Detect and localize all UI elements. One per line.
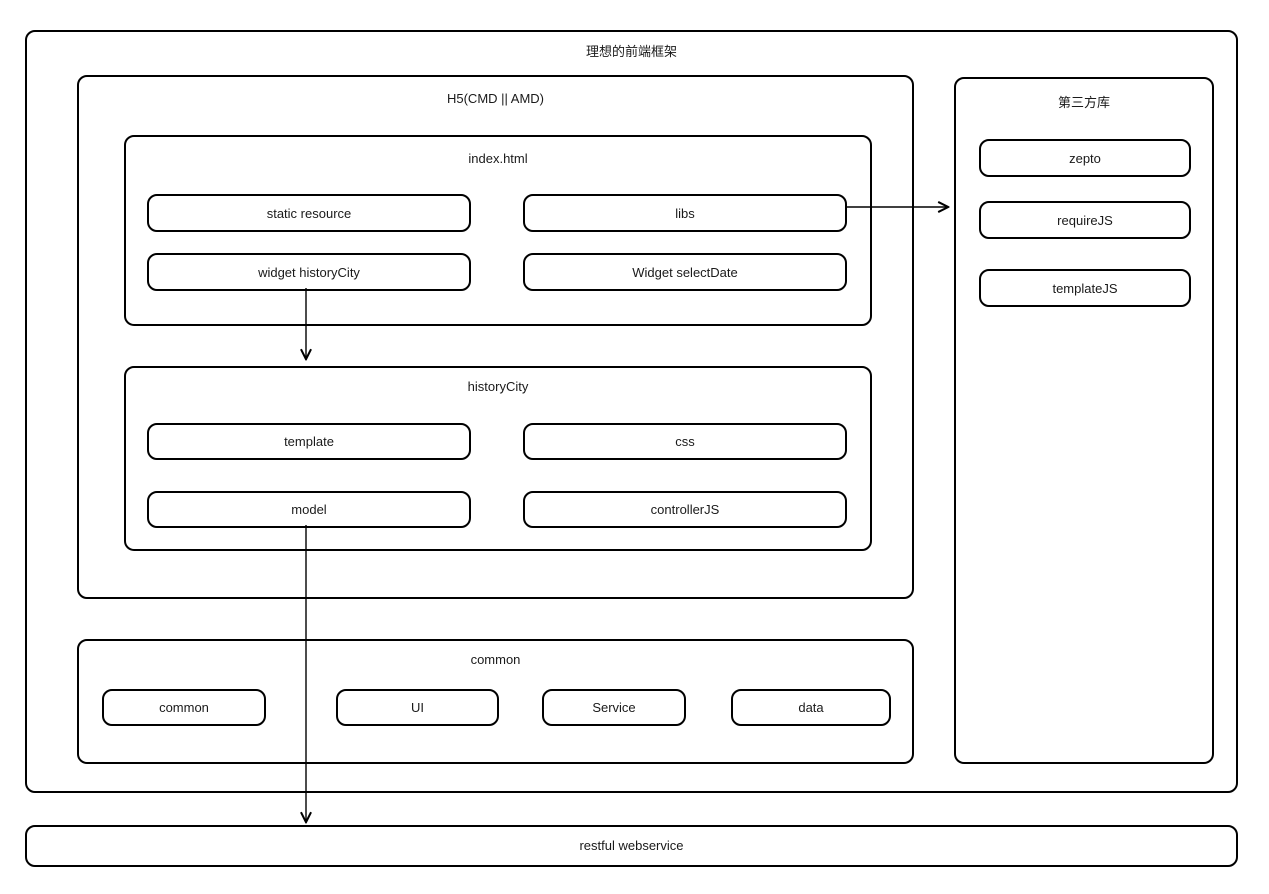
third-party-container: 第三方库 zepto requireJS templateJS (954, 77, 1214, 764)
history-city-title: historyCity (467, 379, 529, 394)
node-ui: UI (336, 689, 499, 726)
node-widget-selectdate: Widget selectDate (523, 253, 847, 291)
node-widget-historycity: widget historyCity (147, 253, 471, 291)
common-container-title: common (470, 652, 521, 667)
restful-webservice-label: restful webservice (579, 838, 684, 853)
node-requirejs: requireJS (979, 201, 1191, 239)
h5-container: H5(CMD || AMD) index.html static resourc… (77, 75, 914, 599)
node-libs: libs (523, 194, 847, 232)
node-template: template (147, 423, 471, 460)
node-static-resource: static resource (147, 194, 471, 232)
history-city-container: historyCity template css model controlle… (124, 366, 872, 551)
outer-frame: 理想的前端框架 H5(CMD || AMD) index.html static… (25, 30, 1238, 793)
node-templatejs: templateJS (979, 269, 1191, 307)
node-common: common (102, 689, 266, 726)
common-container: common common UI Service data (77, 639, 914, 764)
node-service: Service (542, 689, 686, 726)
index-html-container: index.html static resource libs widget h… (124, 135, 872, 326)
node-zepto: zepto (979, 139, 1191, 177)
index-html-title: index.html (468, 151, 528, 166)
outer-frame-title: 理想的前端框架 (585, 44, 677, 59)
node-model: model (147, 491, 471, 528)
third-party-title: 第三方库 (1057, 95, 1110, 110)
node-css: css (523, 423, 847, 460)
node-controllerjs: controllerJS (523, 491, 847, 528)
restful-webservice-node: restful webservice (25, 825, 1238, 867)
h5-container-title: H5(CMD || AMD) (446, 91, 545, 106)
node-data: data (731, 689, 891, 726)
